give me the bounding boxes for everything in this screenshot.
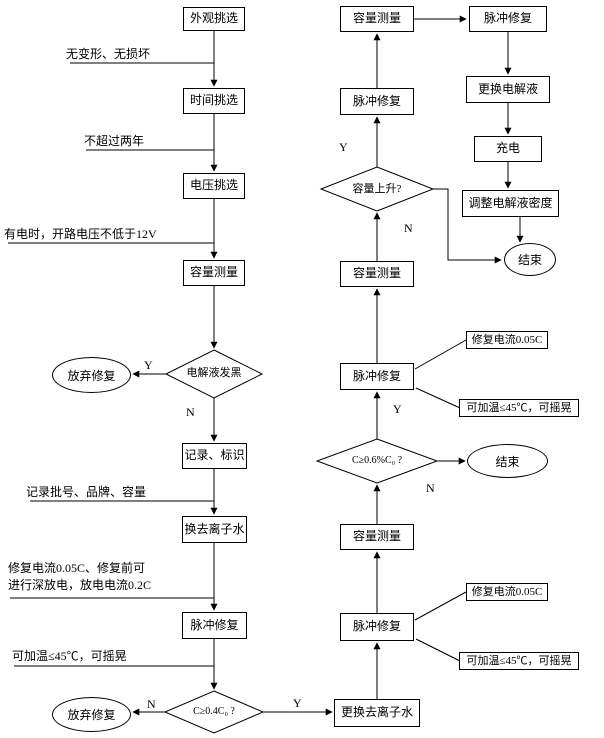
branch-label-capacity-rising-no: N <box>404 221 413 235</box>
node-pulse-repair-5: 脉冲修复 <box>469 6 547 32</box>
branch-label-c06-no: N <box>426 481 435 495</box>
node-replace-deionized-water-2: 更换去离子水 <box>334 699 420 727</box>
node-capacity-measure-2: 容量测量 <box>340 524 414 550</box>
node-pulse-repair-3: 脉冲修复 <box>340 363 414 390</box>
leader-line <box>415 387 461 409</box>
terminator-end-1: 结束 <box>467 444 548 478</box>
callout-heat-shake-upper: 可加温≤45℃，可摇晃 <box>459 399 579 417</box>
node-appearance-selection: 外观挑选 <box>183 7 245 31</box>
node-replace-electrolyte: 更换电解液 <box>466 76 550 103</box>
branch-label-electrolyte-black-no: N <box>186 405 195 419</box>
terminator-abandon-repair-2: 放弃修复 <box>52 697 131 732</box>
node-pulse-repair-1: 脉冲修复 <box>182 612 247 639</box>
node-replace-deionized-water-1: 换去离子水 <box>182 516 247 543</box>
branch-label-capacity-rising-yes: Y <box>339 140 348 154</box>
node-pulse-repair-2: 脉冲修复 <box>340 613 414 641</box>
node-voltage-selection: 电压挑选 <box>183 173 245 199</box>
callout-repair-current-lower: 修复电流0.05C <box>466 583 548 601</box>
leader-line <box>415 638 461 662</box>
node-capacity-measure-1: 容量测量 <box>183 260 245 286</box>
callout-heat-shake-lower: 可加温≤45℃，可摇晃 <box>459 652 579 670</box>
decision-c-06: C≥0.6%C₀ ? <box>351 455 403 466</box>
note-heat-shake-left: 可加温≤45℃，可摇晃 <box>12 649 127 663</box>
note-no-deformation: 无变形、无损坏 <box>66 47 151 61</box>
decision-diamond <box>315 438 439 484</box>
decision-capacity-rising: 容量上升? <box>352 183 402 195</box>
branch-label-electrolyte-black-yes: Y <box>144 358 153 372</box>
leader-line <box>414 339 467 370</box>
terminator-end-2: 结束 <box>504 243 556 276</box>
leader-line <box>414 591 467 621</box>
node-pulse-repair-4: 脉冲修复 <box>340 88 414 115</box>
decision-diamond <box>163 690 265 734</box>
note-repair-current-deep-discharge: 修复电流0.05C、修复前可 进行深放电，放电电流0.2C <box>8 561 152 592</box>
node-charge: 充电 <box>474 136 542 162</box>
branch-label-c04-yes: Y <box>293 696 302 710</box>
flow-arrow <box>433 188 502 264</box>
terminator-abandon-repair-1: 放弃修复 <box>52 357 131 393</box>
node-adjust-electrolyte-density: 调整电解液密度 <box>462 190 559 217</box>
node-record-mark: 记录、标识 <box>182 443 247 469</box>
callout-repair-current-upper: 修复电流0.05C <box>466 331 548 349</box>
node-capacity-measure-3: 容量测量 <box>340 261 414 287</box>
node-capacity-measure-4: 容量测量 <box>340 6 414 32</box>
decision-diamond <box>319 166 435 212</box>
note-open-circuit-voltage: 有电时，开路电压不低于12V <box>4 227 157 241</box>
decision-c-04: C≥0.4C₀ ? <box>193 706 235 717</box>
decision-electrolyte-black: 电解液发黑 <box>186 367 242 379</box>
note-within-two-years: 不超过两年 <box>84 134 145 148</box>
branch-label-c06-yes: Y <box>393 402 402 416</box>
node-time-selection: 时间挑选 <box>183 88 245 114</box>
note-record-items: 记录批号、品牌、容量 <box>26 485 147 499</box>
branch-label-c04-no: N <box>147 697 156 711</box>
decision-diamond <box>164 349 264 399</box>
